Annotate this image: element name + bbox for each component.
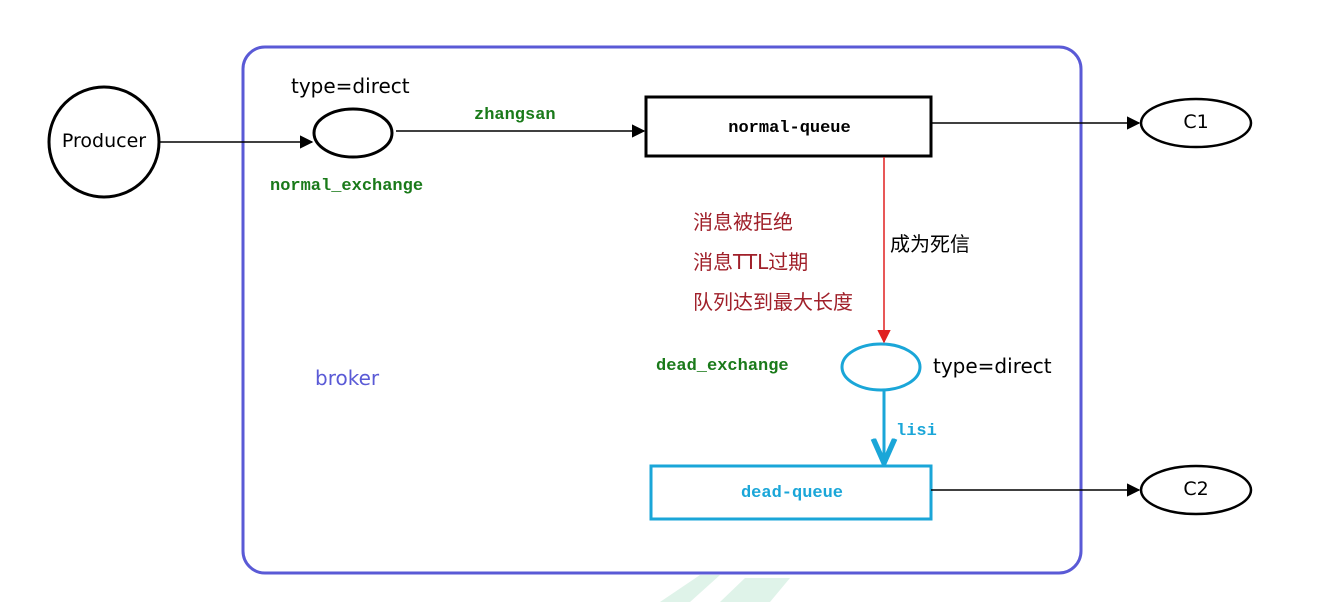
dead-exchange-type-label: type=direct	[933, 354, 1052, 378]
normal-exchange-node[interactable]	[312, 107, 394, 159]
dead-queue-node[interactable]	[649, 464, 933, 521]
watermark-shape	[660, 575, 790, 602]
dead-exchange-label: dead_exchange	[656, 357, 789, 376]
broker-container	[241, 45, 1083, 575]
normal-queue-node[interactable]	[644, 95, 933, 158]
consumer1-node[interactable]	[1139, 97, 1253, 149]
normal-routing-key-label: zhangsan	[474, 106, 556, 125]
producer-label: Producer	[61, 130, 147, 152]
normal-exchange-label: normal_exchange	[270, 177, 424, 196]
consumer1-label: C1	[1183, 111, 1209, 133]
dead-letter-reason-max-length: 队列达到最大长度	[693, 290, 853, 314]
producer-node[interactable]	[47, 85, 161, 199]
become-dead-letter-label: 成为死信	[890, 232, 970, 256]
dead-letter-reason-rejected: 消息被拒绝	[693, 210, 793, 234]
dead-routing-key-label: lisi	[896, 422, 937, 441]
broker-label: broker	[315, 366, 380, 390]
normal-queue-label: normal-queue	[728, 119, 851, 138]
dead-queue-label: dead-queue	[740, 484, 844, 503]
consumer2-label: C2	[1183, 478, 1209, 500]
dead-exchange-node[interactable]	[840, 342, 922, 392]
normal-exchange-type-label: type=direct	[291, 74, 410, 98]
consumer2-node[interactable]	[1139, 464, 1253, 516]
dead-letter-reason-ttl: 消息TTL过期	[693, 250, 809, 274]
